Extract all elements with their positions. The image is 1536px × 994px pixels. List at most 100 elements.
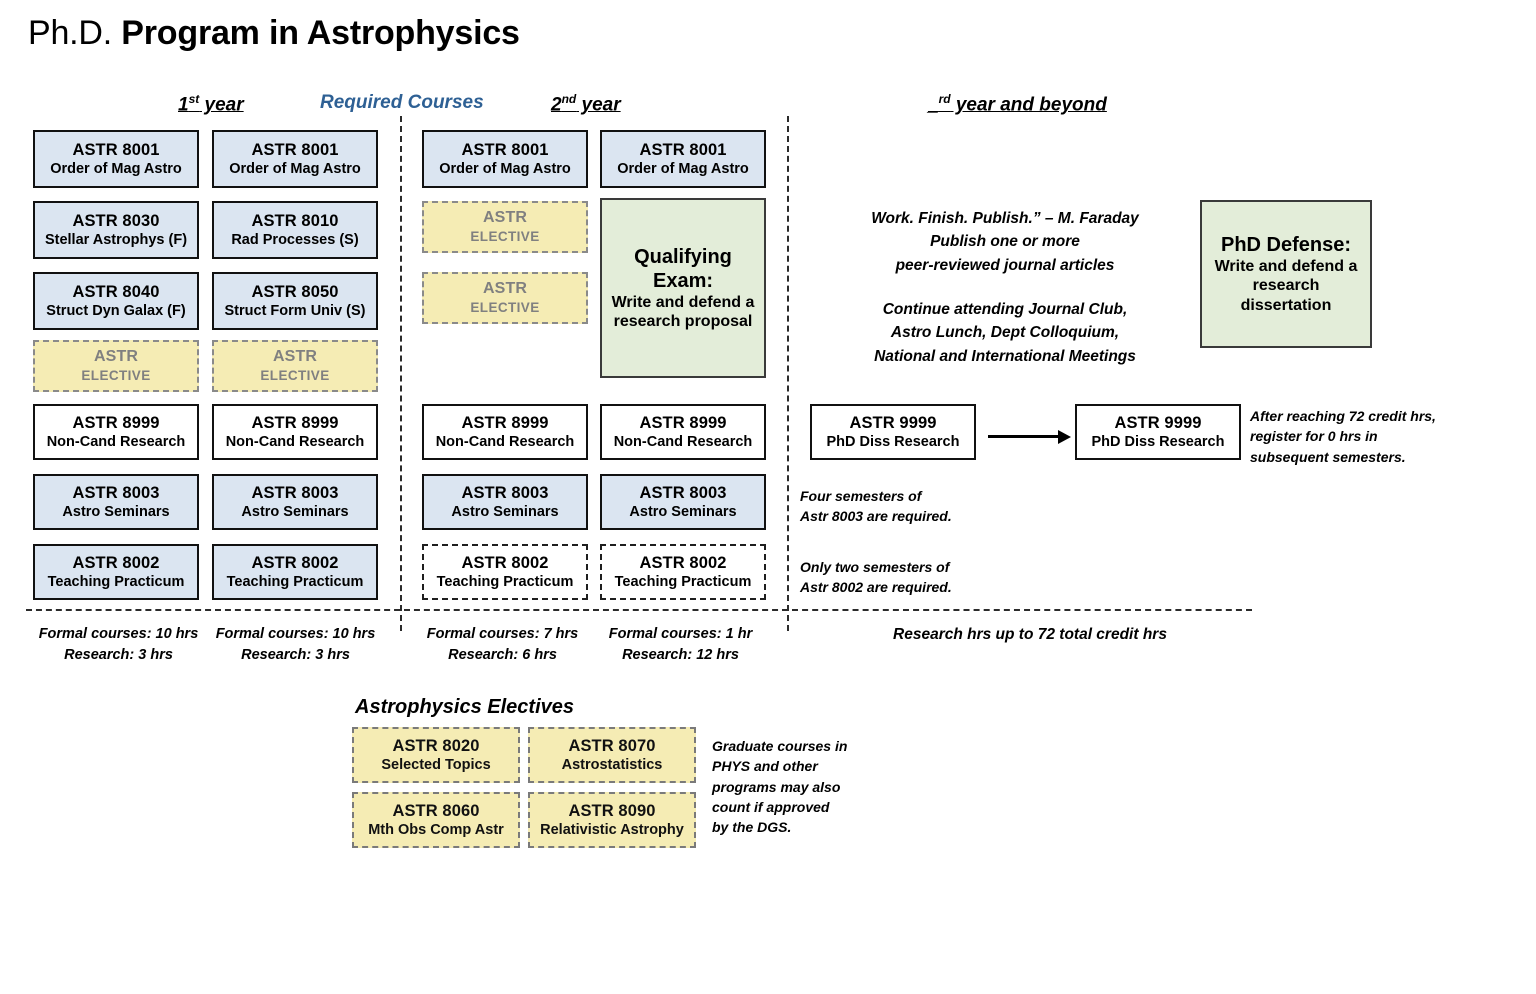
phd-defense-sub: Write and defend a research dissertation <box>1214 258 1358 314</box>
faraday-quote: Work. Finish. Publish.” – M. Faraday Pub… <box>871 210 1139 274</box>
course-code: ASTR 8999 <box>461 413 549 432</box>
elective-placeholder-box[interactable]: ASTR ELECTIVE <box>212 340 378 392</box>
elective-label: ELECTIVE <box>470 300 540 316</box>
phd-defense-box[interactable]: PhD Defense: Write and defend a research… <box>1200 200 1372 348</box>
elective-course-box[interactable]: ASTR 8090 Relativistic Astrophy <box>528 792 696 848</box>
course-code: ASTR 8003 <box>72 483 160 502</box>
elective-placeholder-box[interactable]: ASTR ELECTIVE <box>33 340 199 392</box>
course-name: Non-Cand Research <box>435 434 575 451</box>
qualifying-exam-head-line1: Qualifying <box>634 245 732 268</box>
course-box[interactable]: ASTR 8003 Astro Seminars <box>212 474 378 530</box>
course-name: Stellar Astrophys (F) <box>44 232 188 249</box>
course-name: Teaching Practicum <box>436 574 574 591</box>
course-box[interactable]: ASTR 8001 Order of Mag Astro <box>33 130 199 188</box>
required-courses-label: Required Courses <box>320 92 484 113</box>
course-name: Order of Mag Astro <box>50 161 182 178</box>
year1-word: year <box>199 94 244 116</box>
elective-code: ASTR <box>483 280 527 298</box>
course-code: ASTR 8010 <box>251 211 339 230</box>
course-box-optional[interactable]: ASTR 8002 Teaching Practicum <box>422 544 588 600</box>
course-name: PhD Diss Research <box>1091 434 1225 451</box>
elective-placeholder-box[interactable]: ASTR ELECTIVE <box>422 201 588 253</box>
course-code: ASTR 8003 <box>461 483 549 502</box>
course-name: Order of Mag Astro <box>439 161 571 178</box>
divider-bottom-left <box>26 609 788 611</box>
course-name: Non-Cand Research <box>225 434 365 451</box>
course-box[interactable]: ASTR 8999 Non-Cand Research <box>422 404 588 460</box>
elective-label: ELECTIVE <box>470 229 540 245</box>
divider-year2-year3 <box>787 116 789 631</box>
course-name: Astro Seminars <box>241 504 349 521</box>
electives-approval-note: Graduate courses in PHYS and other progr… <box>712 738 848 836</box>
course-name: Relativistic Astrophy <box>540 822 684 839</box>
divider-year1-year2 <box>400 116 402 631</box>
course-box[interactable]: ASTR 8040 Struct Dyn Galax (F) <box>33 272 199 330</box>
course-box[interactable]: ASTR 8999 Non-Cand Research <box>212 404 378 460</box>
course-box[interactable]: ASTR 8002 Teaching Practicum <box>33 544 199 600</box>
course-code: ASTR 8070 <box>568 736 656 755</box>
credit-hours-note: After reaching 72 credit hrs, register f… <box>1250 408 1436 465</box>
elective-course-box[interactable]: ASTR 8020 Selected Topics <box>352 727 520 783</box>
elective-placeholder-box[interactable]: ASTR ELECTIVE <box>422 272 588 324</box>
course-box[interactable]: ASTR 9999 PhD Diss Research <box>1075 404 1241 460</box>
course-code: ASTR 8001 <box>251 140 339 159</box>
divider-bottom-right <box>792 609 1252 611</box>
page-title-bold: Program in Astrophysics <box>121 14 520 52</box>
course-box[interactable]: ASTR 8030 Stellar Astrophys (F) <box>33 201 199 259</box>
year2-ordinal: nd <box>561 92 577 106</box>
course-name: PhD Diss Research <box>826 434 960 451</box>
course-name: Astro Seminars <box>62 504 170 521</box>
course-box[interactable]: ASTR 8003 Astro Seminars <box>422 474 588 530</box>
course-code: ASTR 8999 <box>639 413 727 432</box>
course-box[interactable]: ASTR 8002 Teaching Practicum <box>212 544 378 600</box>
qualifying-exam-box[interactable]: Qualifying Exam: Write and defend a rese… <box>600 198 766 378</box>
course-code: ASTR 8002 <box>461 553 549 572</box>
course-box[interactable]: ASTR 8999 Non-Cand Research <box>600 404 766 460</box>
course-code: ASTR 8002 <box>72 553 160 572</box>
course-box[interactable]: ASTR 8010 Rad Processes (S) <box>212 201 378 259</box>
year2-fall-credit-summary: Formal courses: 7 hrs Research: 6 hrs <box>426 626 579 664</box>
progression-arrow <box>988 430 1072 444</box>
course-box[interactable]: ASTR 8003 Astro Seminars <box>33 474 199 530</box>
year3-number: _ <box>928 94 939 116</box>
course-name: Rad Processes (S) <box>231 232 359 249</box>
year2-word: year <box>576 94 621 116</box>
practicum-requirement-note: Only two semesters of Astr 8002 are requ… <box>800 559 952 596</box>
course-box[interactable]: ASTR 8003 Astro Seminars <box>600 474 766 530</box>
course-box[interactable]: ASTR 8001 Order of Mag Astro <box>212 130 378 188</box>
course-name: Struct Dyn Galax (F) <box>46 303 186 320</box>
year1-spring-credit-summary: Formal courses: 10 hrs Research: 3 hrs <box>215 626 376 664</box>
course-box[interactable]: ASTR 8001 Order of Mag Astro <box>422 130 588 188</box>
course-name: Teaching Practicum <box>614 574 752 591</box>
elective-course-box[interactable]: ASTR 8070 Astrostatistics <box>528 727 696 783</box>
course-box[interactable]: ASTR 9999 PhD Diss Research <box>810 404 976 460</box>
year2-spring-credit-summary: Formal courses: 1 hr Research: 12 hrs <box>608 626 753 664</box>
course-code: ASTR 8040 <box>72 282 160 301</box>
course-code: ASTR 8999 <box>72 413 160 432</box>
course-code: ASTR 8999 <box>251 413 339 432</box>
course-name: Non-Cand Research <box>46 434 186 451</box>
course-box-optional[interactable]: ASTR 8002 Teaching Practicum <box>600 544 766 600</box>
course-box[interactable]: ASTR 8001 Order of Mag Astro <box>600 130 766 188</box>
page-title: Ph.D. Program in Astrophysics <box>28 14 520 53</box>
course-code: ASTR 8060 <box>392 801 480 820</box>
elective-label: ELECTIVE <box>260 368 330 384</box>
course-box[interactable]: ASTR 8050 Struct Form Univ (S) <box>212 272 378 330</box>
year2-number: 2 <box>551 94 562 116</box>
course-name: Mth Obs Comp Astr <box>368 822 504 839</box>
page-title-light: Ph.D. <box>28 14 113 52</box>
qualifying-exam-sub: Write and defend a research proposal <box>611 293 755 330</box>
course-name: Teaching Practicum <box>47 574 185 591</box>
elective-course-box[interactable]: ASTR 8060 Mth Obs Comp Astr <box>352 792 520 848</box>
year1-fall-credit-summary: Formal courses: 10 hrs Research: 3 hrs <box>38 626 199 664</box>
course-box[interactable]: ASTR 8999 Non-Cand Research <box>33 404 199 460</box>
course-code: ASTR 9999 <box>849 413 937 432</box>
course-code: ASTR 8001 <box>639 140 727 159</box>
year3-credit-summary: Research hrs up to 72 total credit hrs <box>893 626 1167 643</box>
course-code: ASTR 8002 <box>639 553 727 572</box>
continue-activities-note: Continue attending Journal Club, Astro L… <box>874 301 1136 365</box>
course-code: ASTR 8002 <box>251 553 339 572</box>
course-code: ASTR 8001 <box>72 140 160 159</box>
course-code: ASTR 8003 <box>251 483 339 502</box>
